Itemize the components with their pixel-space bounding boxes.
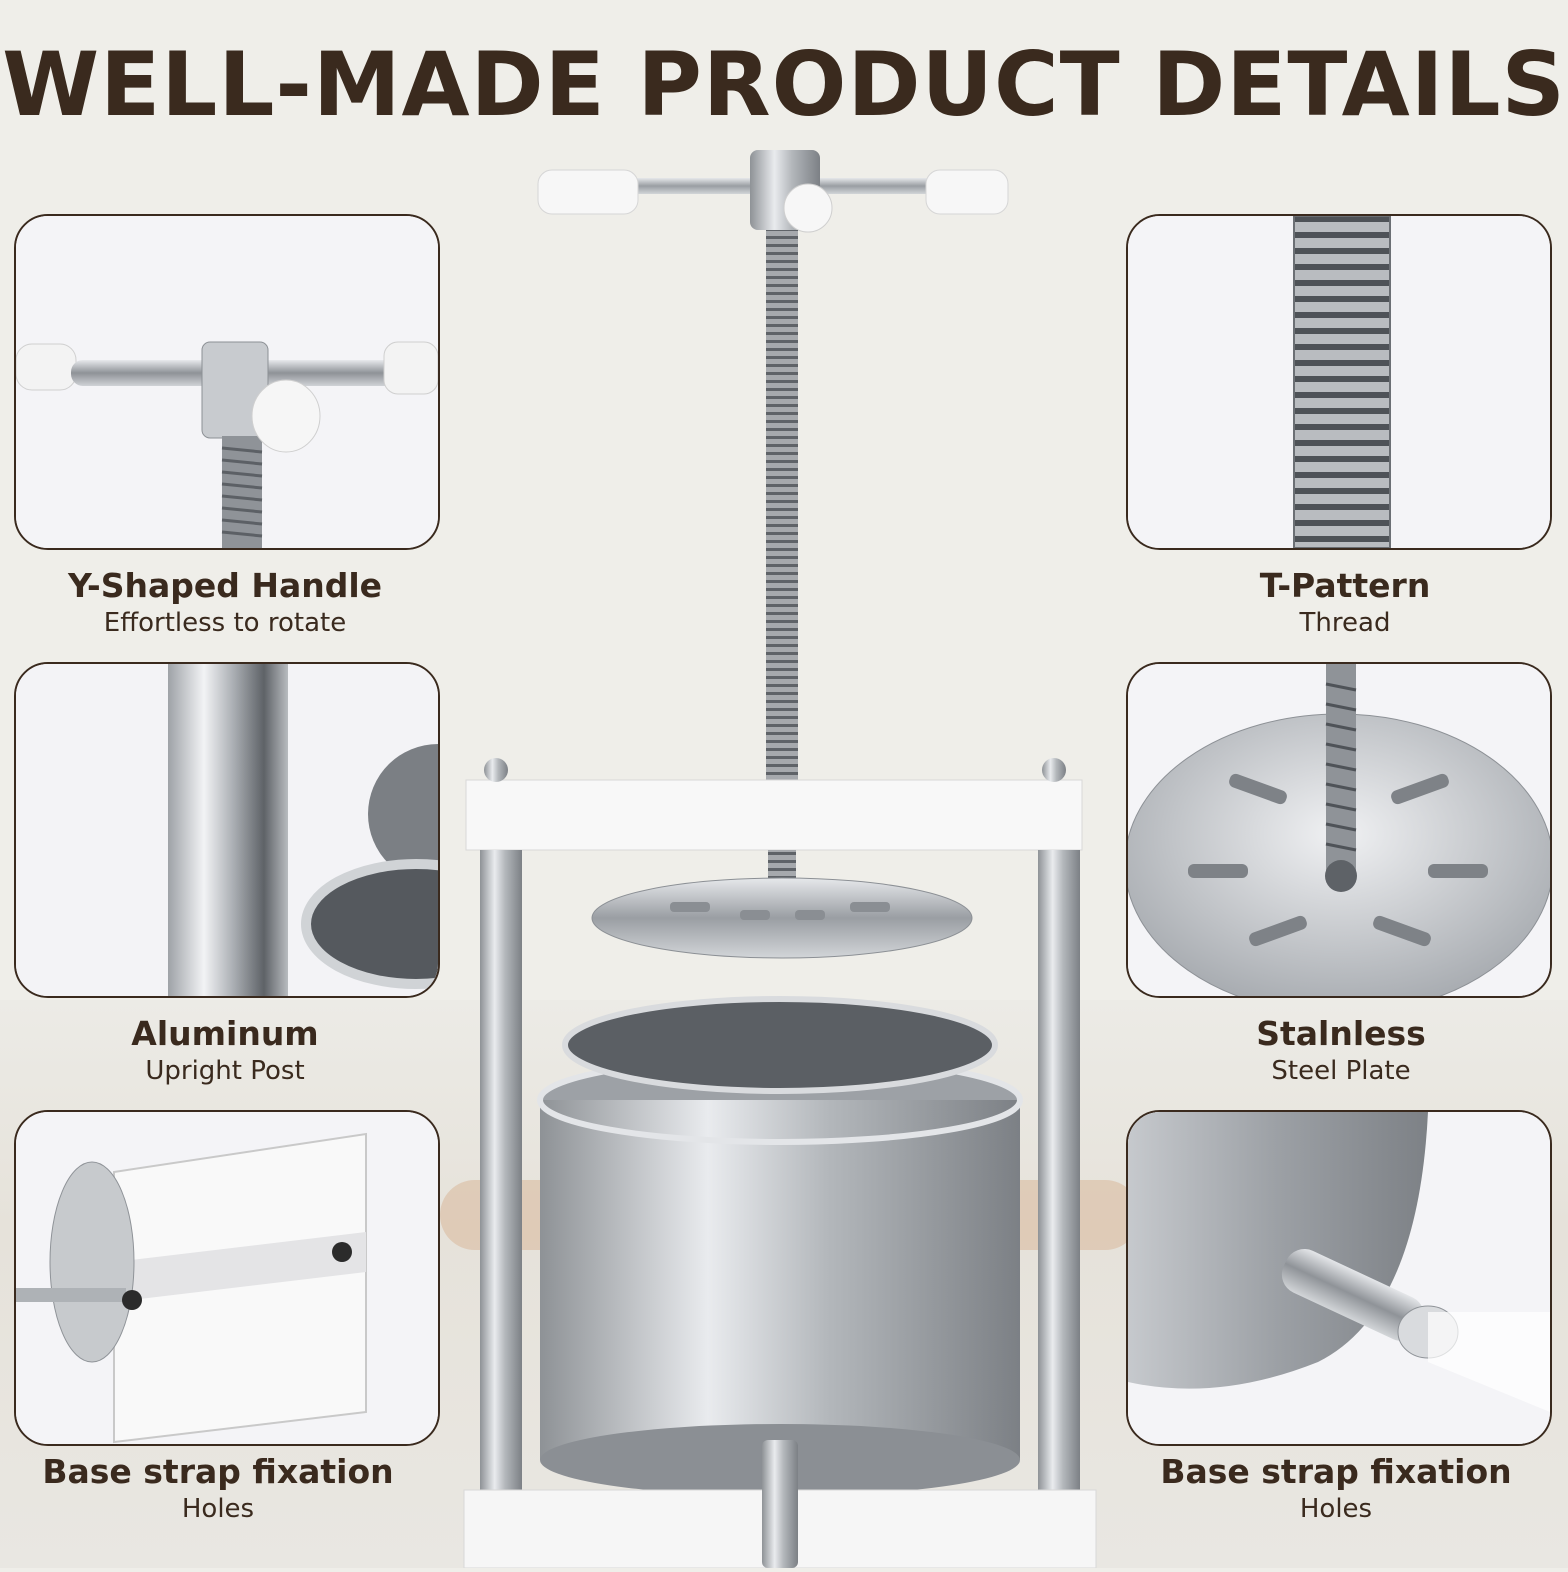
base-strap-fixation-detail-image-left [14,1110,440,1446]
feature-heading: Stalnless [1256,1014,1426,1053]
y-shaped-handle-detail-image [14,214,440,550]
fruit-press-product-image [440,140,1120,1569]
caption-y-shaped-handle: Y-Shaped Handle Effortless to rotate [10,566,440,640]
feature-subtitle: Thread [1299,608,1391,638]
base-strap-fixation-detail-image-right [1126,1110,1552,1446]
aluminum-upright-post-detail-image [14,662,440,998]
stainless-steel-plate-detail-image [1126,662,1552,998]
feature-subtitle: Upright Post [145,1056,305,1086]
caption-stainless: Stalnless Steel Plate [1126,1014,1556,1088]
feature-subtitle: Holes [1299,1494,1373,1524]
feature-subtitle: Steel Plate [1271,1056,1411,1086]
feature-heading: T-Pattern [1259,566,1431,605]
t-pattern-thread-detail-image [1126,214,1552,550]
caption-t-pattern: T-Pattern Thread [1130,566,1560,640]
caption-base-strap-right: Base strap fixation Holes [1121,1452,1551,1526]
feature-heading: Base strap fixation [1160,1452,1512,1491]
feature-subtitle: Effortless to rotate [103,608,347,638]
caption-base-strap-left: Base strap fixation Holes [3,1452,433,1526]
feature-subtitle: Holes [181,1494,255,1524]
feature-heading: Y-Shaped Handle [67,566,383,605]
caption-aluminum: Aluminum Upright Post [10,1014,440,1088]
feature-heading: Base strap fixation [42,1452,394,1491]
feature-heading: Aluminum [131,1014,319,1053]
page-title: WELL-MADE PRODUCT DETAILS [2,33,1566,136]
